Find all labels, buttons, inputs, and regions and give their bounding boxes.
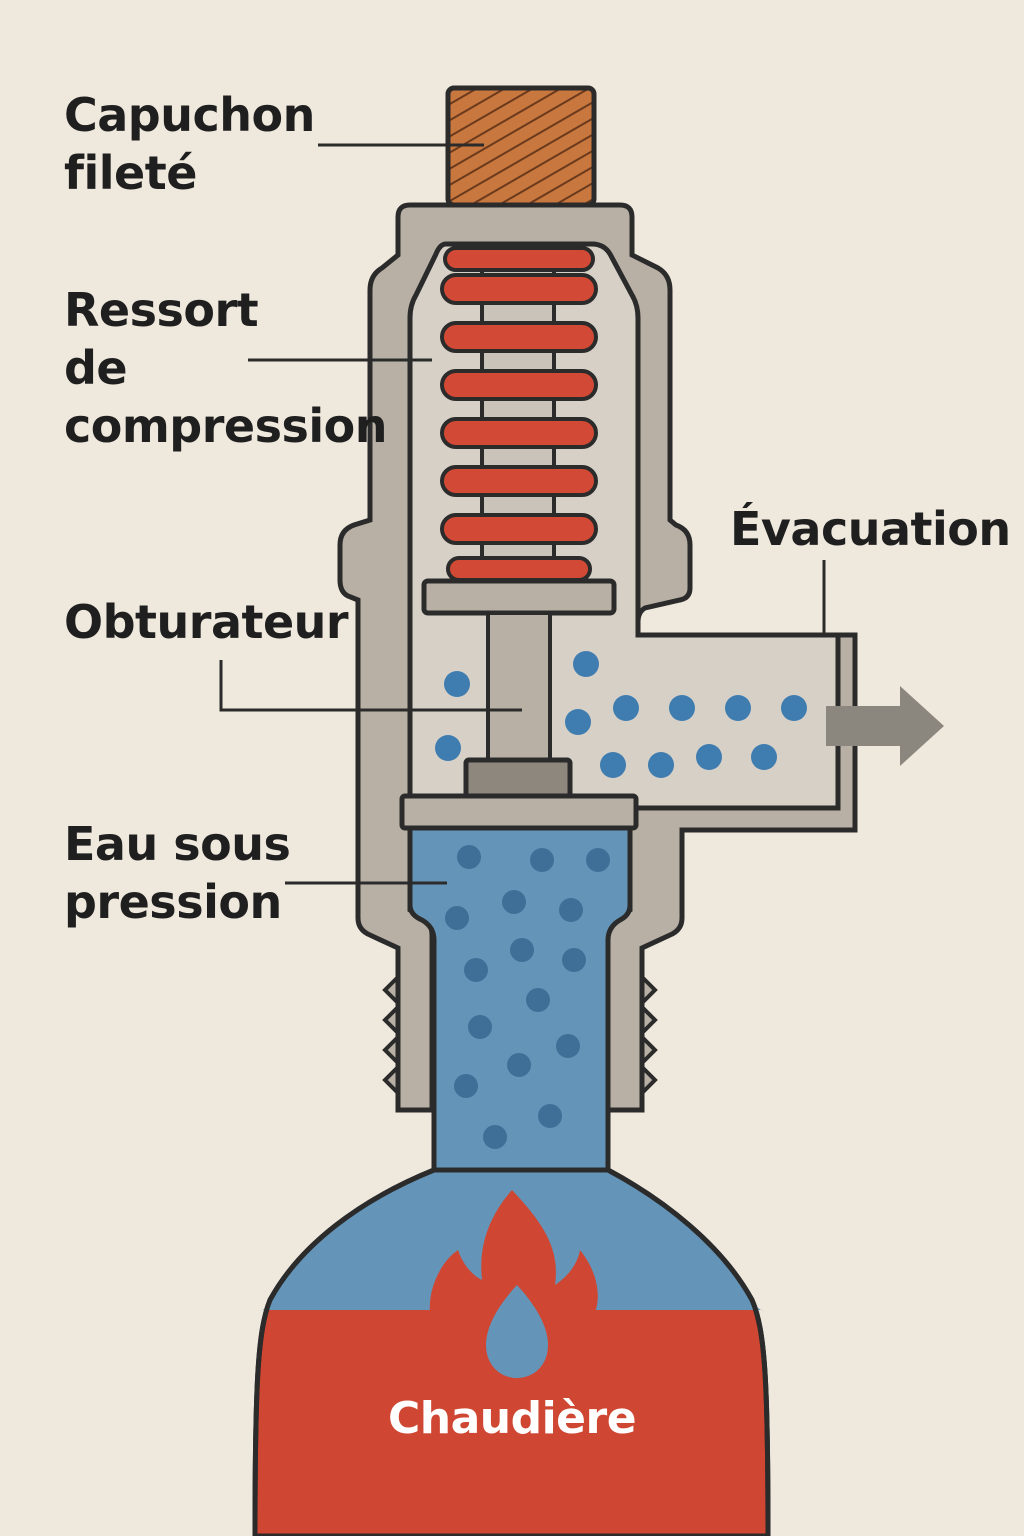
label-boiler: Chaudière <box>387 1393 637 1444</box>
flame-icon <box>429 1190 598 1312</box>
outlet-arrow-icon <box>826 686 944 766</box>
water-bubbles <box>445 845 610 1149</box>
label-threaded-cap: Capuchon fileté <box>64 88 315 200</box>
label-valve-plug: Obturateur <box>64 595 349 649</box>
droplet-icon <box>486 1285 548 1378</box>
pressurized-water <box>407 817 633 1173</box>
label-outlet: Évacuation <box>730 502 1011 556</box>
label-pressurized-water: Eau sous pression <box>64 817 291 929</box>
steam-bubbles <box>435 651 807 778</box>
compression-spring <box>440 246 598 582</box>
valve-seat <box>399 793 639 831</box>
spring-plate <box>421 578 617 616</box>
label-compression-spring: Ressort de compression <box>64 283 388 453</box>
leader-lines <box>219 143 826 885</box>
plug-stem <box>486 611 552 765</box>
